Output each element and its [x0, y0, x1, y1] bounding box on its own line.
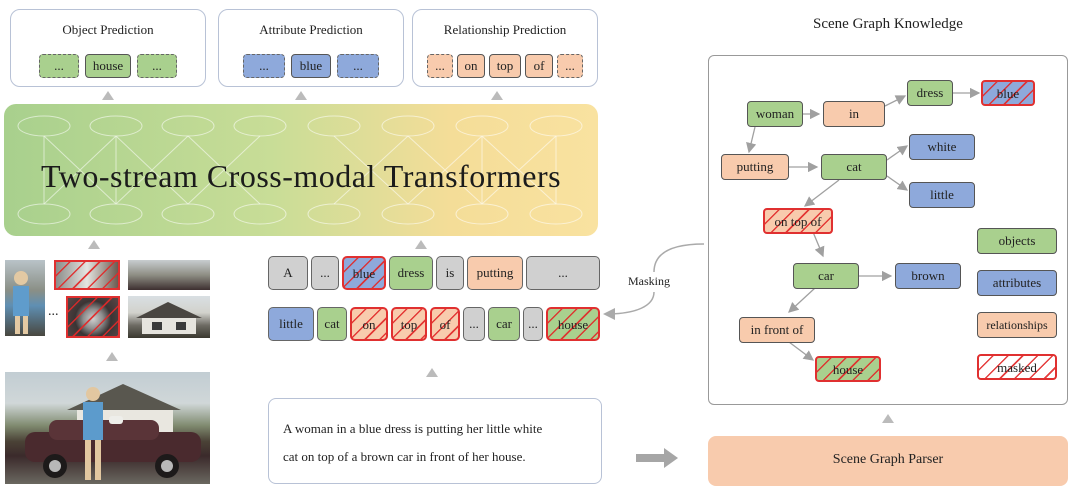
legend-masked-label: masked	[997, 360, 1037, 375]
scene-graph-parser-label: Scene Graph Parser	[832, 452, 944, 467]
node-brown: brown	[895, 263, 961, 289]
region-crop-house	[128, 296, 210, 338]
token-on-masked: on	[350, 307, 388, 341]
node-blue-masked: blue	[981, 80, 1035, 106]
masking-label: Masking	[628, 274, 670, 288]
legend-masked: masked	[977, 354, 1057, 380]
token-car: car	[488, 307, 520, 341]
token-top-label: top	[400, 317, 418, 332]
scene-illustration	[25, 384, 201, 480]
token-of-masked: of	[430, 307, 460, 341]
up-arrow-icon	[415, 240, 427, 249]
attribute-prediction-title: Attribute Prediction	[259, 22, 363, 37]
node-cat: cat	[821, 154, 887, 180]
relationship-chip-left: ...	[427, 54, 453, 78]
node-putting: putting	[721, 154, 789, 180]
node-house-label: house	[832, 362, 864, 377]
region-crop-woman	[5, 260, 45, 336]
token-ellipsis-mid: ...	[463, 307, 485, 341]
node-blue-label: blue	[996, 86, 1020, 101]
node-in: in	[823, 101, 885, 127]
token-ellipsis: ...	[311, 256, 339, 290]
token-blue-label: blue	[352, 266, 376, 281]
up-arrow-icon	[106, 352, 118, 361]
token-putting: putting	[467, 256, 523, 290]
node-car: car	[793, 263, 859, 289]
token-is: is	[436, 256, 464, 290]
region-crop-cat-masked	[54, 260, 120, 290]
scene-graph-title: Scene Graph Knowledge	[813, 16, 963, 32]
node-house-masked: house	[815, 356, 881, 382]
input-image	[5, 372, 210, 484]
token-dress: dress	[389, 256, 433, 290]
legend-attributes: attributes	[977, 270, 1057, 296]
caption-line-2: cat on top of a brown car in front of he…	[283, 449, 526, 464]
woman-figure-icon	[13, 271, 29, 334]
up-arrow-icon	[88, 240, 100, 249]
relationship-prediction-title: Relationship Prediction	[443, 22, 567, 37]
token-on-label: on	[362, 317, 376, 332]
token-little: little	[268, 307, 314, 341]
object-chip-left: ...	[39, 54, 79, 78]
object-chip-house: house	[85, 54, 131, 78]
relationship-chip-on: on	[457, 54, 485, 78]
token-a: A	[268, 256, 308, 290]
region-ellipsis: ...	[48, 304, 59, 319]
attribute-chip-blue: blue	[291, 54, 331, 78]
object-prediction-panel: Object Prediction ... house ...	[10, 9, 206, 87]
attribute-prediction-panel: Attribute Prediction ... blue ...	[218, 9, 404, 87]
up-arrow-icon	[102, 91, 114, 100]
token-house-masked: house	[546, 307, 600, 341]
relationship-prediction-chips: ... on top of ...	[413, 54, 597, 78]
token-of-label: of	[439, 317, 451, 332]
node-dress: dress	[907, 80, 953, 106]
relationship-chip-right: ...	[557, 54, 583, 78]
attribute-chip-right: ...	[337, 54, 379, 78]
node-white: white	[909, 134, 975, 160]
legend-objects: objects	[977, 228, 1057, 254]
scene-graph-parser-box: Scene Graph Parser	[708, 436, 1068, 486]
up-arrow-icon	[295, 91, 307, 100]
region-crop-person-car	[128, 260, 210, 290]
region-crop-wheel-masked	[66, 296, 120, 338]
node-little: little	[909, 182, 975, 208]
node-woman: woman	[747, 101, 803, 127]
relationship-prediction-panel: Relationship Prediction ... on top of ..…	[412, 9, 598, 87]
object-prediction-title: Object Prediction	[62, 22, 154, 37]
object-chip-right: ...	[137, 54, 177, 78]
token-house-label: house	[557, 317, 589, 332]
node-on-top-of-masked: on top of	[763, 208, 833, 234]
house-icon	[136, 302, 202, 334]
scene-graph-panel: woman in dress blue putting cat white li…	[708, 55, 1068, 405]
caption-line-1: A woman in a blue dress is putting her l…	[283, 421, 543, 436]
token-blue-masked: blue	[342, 256, 386, 290]
token-cat: cat	[317, 307, 347, 341]
token-top-masked: top	[391, 307, 427, 341]
node-on-top-of-label: on top of	[774, 214, 822, 229]
relationship-chip-of: of	[525, 54, 553, 78]
up-arrow-icon	[491, 91, 503, 100]
node-in-front-of: in front of	[739, 317, 815, 343]
transformer-title: Two-stream Cross-modal Transformers	[40, 158, 562, 194]
attribute-prediction-chips: ... blue ...	[219, 54, 403, 78]
right-arrow-icon	[636, 448, 678, 468]
legend-relationships: relationships	[977, 312, 1057, 338]
attribute-chip-left: ...	[243, 54, 285, 78]
up-arrow-icon	[882, 414, 894, 423]
transformer-block: Two-stream Cross-modal Transformers	[4, 104, 598, 236]
relationship-chip-top: top	[489, 54, 521, 78]
attention-lines	[17, 115, 583, 225]
token-ellipsis-end: ...	[526, 256, 600, 290]
object-prediction-chips: ... house ...	[11, 54, 205, 78]
token-ellipsis-2: ...	[523, 307, 543, 341]
masking-arrow	[603, 243, 705, 320]
up-arrow-icon	[426, 368, 438, 377]
scene-graph-edges	[746, 87, 981, 361]
caption-sentence-box: A woman in a blue dress is putting her l…	[268, 398, 602, 484]
